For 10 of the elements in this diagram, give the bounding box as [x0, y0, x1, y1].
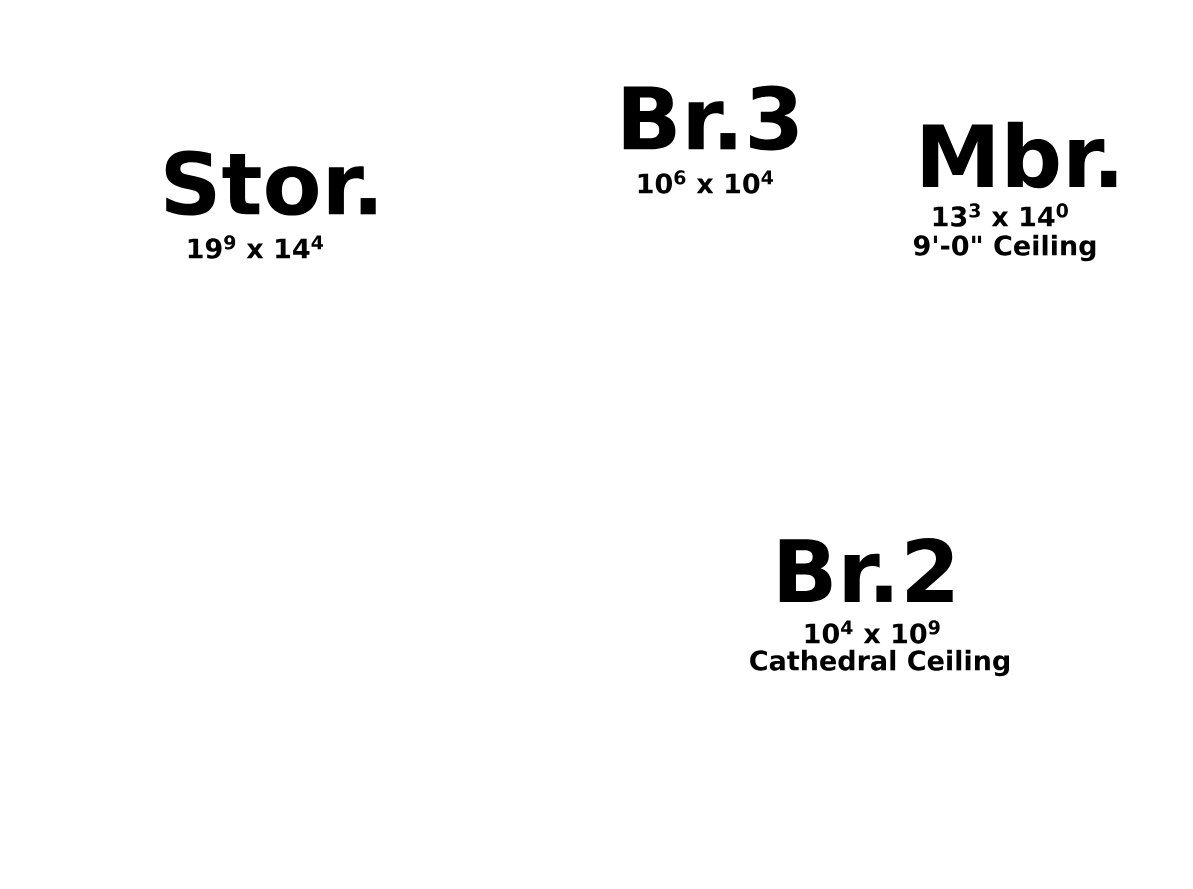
- room-label: Mbr.: [922, 121, 1117, 189]
- room-dimensions: 13$^{3}$ x 14$^{0}$: [933, 203, 1068, 227]
- room-label: Br.2: [779, 538, 953, 602]
- ceiling-note: 9'-0" Ceiling: [913, 234, 1096, 262]
- room-dimensions: 10$^{6}$ x 10$^{4}$: [638, 170, 773, 194]
- room-dimensions: 10$^{4}$ x 10$^{9}$: [805, 620, 940, 644]
- room-label: Stor.: [165, 150, 376, 216]
- room-dimensions: 19$^{9}$ x 14$^{4}$: [188, 235, 323, 259]
- room-label: Br.3: [623, 85, 798, 151]
- ceiling-note: Cathedral Ceiling: [750, 649, 1009, 677]
